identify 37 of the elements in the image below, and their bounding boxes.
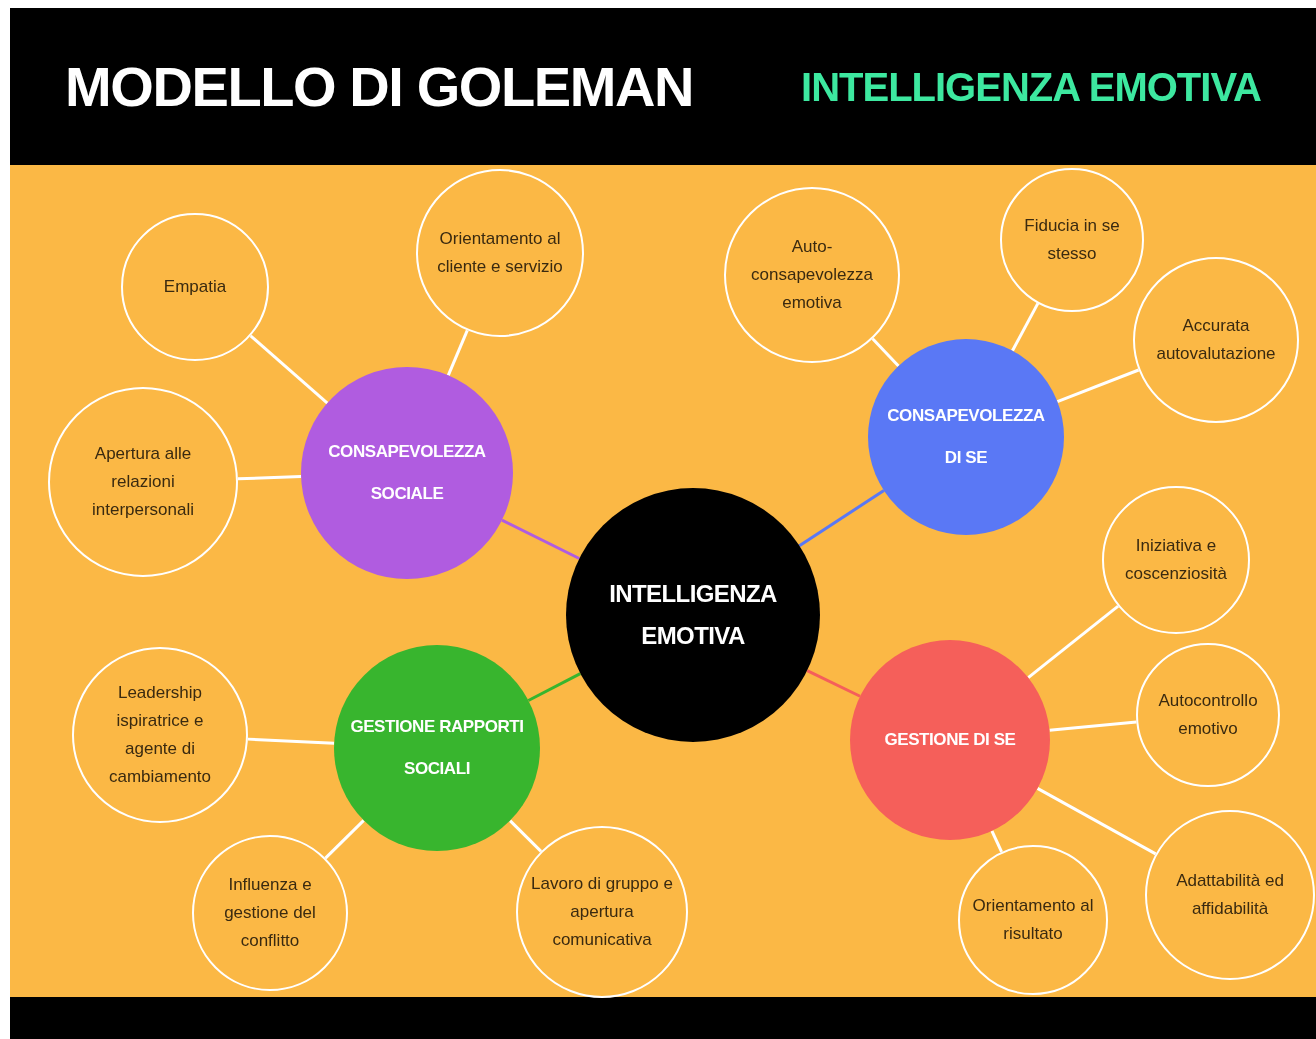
node-label: Orientamento al risultato bbox=[971, 895, 1095, 945]
connector-line bbox=[509, 819, 543, 853]
node-label: Leadership ispiratrice e agente di cambiamento bbox=[107, 682, 213, 788]
node-label: GESTIONE DI SE bbox=[884, 729, 1016, 751]
connector-line bbox=[501, 518, 580, 560]
connector-line bbox=[324, 819, 365, 860]
connector-line bbox=[446, 329, 469, 376]
connector-line bbox=[1056, 368, 1140, 403]
node-label: Empatia bbox=[163, 276, 227, 298]
connector-line bbox=[871, 337, 900, 367]
node-label: Accurata autovalutazione bbox=[1155, 315, 1277, 365]
connector-line bbox=[1036, 787, 1157, 856]
connector-line bbox=[806, 669, 861, 698]
subtitle: INTELLIGENZA EMOTIVA bbox=[801, 66, 1261, 107]
connector-line bbox=[990, 830, 1003, 853]
connector-line bbox=[249, 334, 329, 405]
node-label: Autocontrollo emotivo bbox=[1157, 690, 1259, 740]
connector-line bbox=[247, 737, 335, 745]
node-label: Adattabilità ed affidabilità bbox=[1175, 870, 1285, 920]
node-label: Fiducia in se stesso bbox=[1023, 215, 1121, 265]
node-label: Orientamento al cliente e servizio bbox=[436, 228, 564, 278]
connector-line bbox=[1049, 720, 1137, 732]
connector-line bbox=[1027, 604, 1120, 679]
node-label: CONSAPEVOLEZZA DI SE bbox=[886, 405, 1046, 469]
node-label: Iniziativa e coscenziosità bbox=[1123, 535, 1229, 585]
node-label: Influenza e gestione del conflitto bbox=[223, 874, 317, 952]
node-label: CONSAPEVOLEZZA SOCIALE bbox=[327, 441, 487, 505]
connector-line bbox=[527, 672, 581, 702]
connector-line bbox=[237, 475, 302, 481]
node-label: INTELLIGENZA EMOTIVA bbox=[608, 579, 778, 651]
title: MODELLO DI GOLEMAN bbox=[65, 58, 694, 115]
connector-line bbox=[798, 489, 885, 547]
node-label: Lavoro di gruppo e apertura comunicativa bbox=[530, 873, 674, 951]
connector-line bbox=[1011, 302, 1040, 352]
node-label: GESTIONE RAPPORTI SOCIALI bbox=[349, 716, 525, 780]
node-label: Apertura alle relazioni interpersonali bbox=[90, 443, 196, 521]
node-label: Auto-consapevolezza emotiva bbox=[750, 236, 874, 314]
